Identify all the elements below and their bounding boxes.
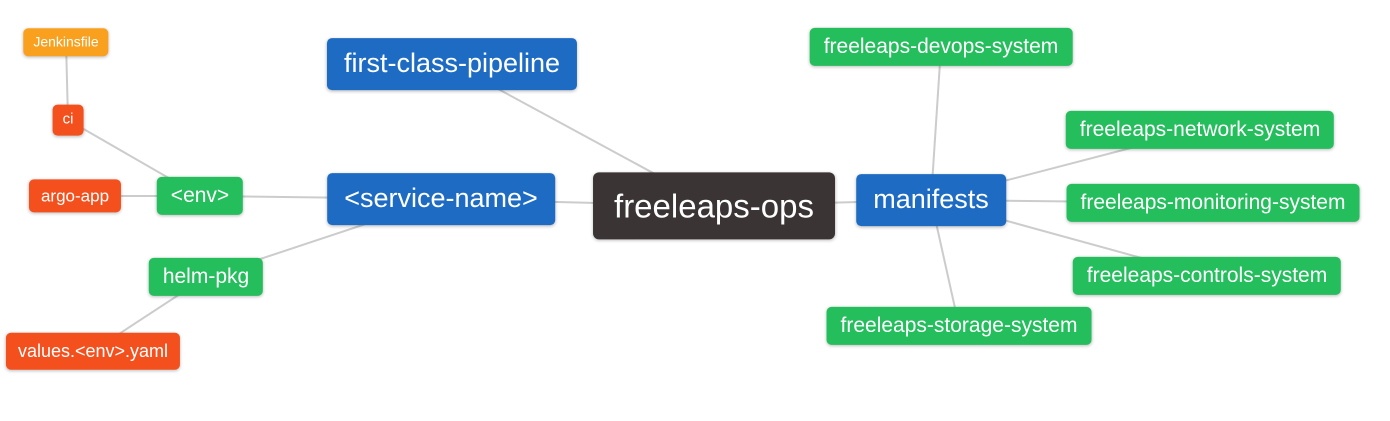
node-freeleaps-ops-root[interactable]: freeleaps-ops <box>593 172 835 240</box>
node-service-name[interactable]: <service-name> <box>327 173 555 225</box>
node-freeleaps-controls-system[interactable]: freeleaps-controls-system <box>1072 256 1342 296</box>
node-freeleaps-devops-system[interactable]: freeleaps-devops-system <box>809 27 1073 67</box>
node-env[interactable]: <env> <box>156 176 244 216</box>
node-freeleaps-storage-system[interactable]: freeleaps-storage-system <box>826 306 1092 346</box>
node-freeleaps-network-system[interactable]: freeleaps-network-system <box>1065 110 1335 150</box>
node-first-class-pipeline[interactable]: first-class-pipeline <box>326 38 578 90</box>
node-ci[interactable]: ci <box>52 104 84 136</box>
node-values-env-yaml[interactable]: values.<env>.yaml <box>5 332 181 370</box>
node-argo-app[interactable]: argo-app <box>28 179 122 213</box>
node-helm-pkg[interactable]: helm-pkg <box>148 257 264 297</box>
node-manifests[interactable]: manifests <box>856 174 1006 226</box>
node-freeleaps-monitoring-system[interactable]: freeleaps-monitoring-system <box>1066 183 1360 223</box>
node-jenkinsfile[interactable]: Jenkinsfile <box>23 28 109 56</box>
